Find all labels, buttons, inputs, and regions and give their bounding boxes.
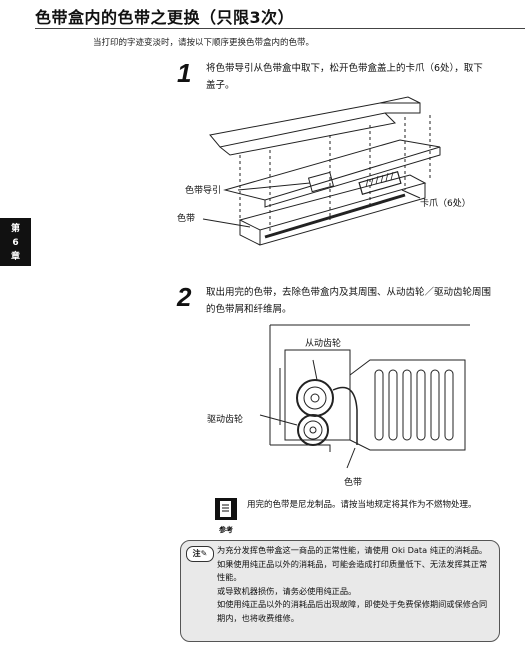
chapter-tab: 第 6 章 <box>0 218 31 266</box>
intro-text: 当打印的字迹变淡时，请按以下顺序更换色带盒内的色带。 <box>93 38 315 48</box>
label-ribbon-fig1: 色带 <box>177 214 196 224</box>
book-icon <box>215 498 237 520</box>
gear-closeup-illustration <box>259 324 470 469</box>
step-1-number: 1 <box>177 58 192 88</box>
note-line: 或导致机器损伤，请务必使用纯正品。 <box>217 585 357 596</box>
label-ribbon-guide: 色带导引 <box>185 186 222 196</box>
reference-text: 用完的色带是尼龙制品。请按当地规定将其作为不燃物处理。 <box>247 500 477 510</box>
label-ribbon-fig2: 色带 <box>344 478 363 488</box>
note-box <box>180 540 500 642</box>
label-drive-gear: 驱动齿轮 <box>207 415 244 425</box>
chapter-tab-number: 6 <box>12 238 19 248</box>
page-title: 色带盒内的色带之更换（只限3次） <box>35 8 295 27</box>
pencil-icon: ✎ <box>200 549 208 558</box>
note-line: 如果使用纯正品以外的消耗品，可能会造成打印质量低下、无法发挥其正常性能。 <box>217 558 488 583</box>
note-badge-label: 注 <box>192 549 201 558</box>
step-2-number: 2 <box>177 282 192 312</box>
label-driven-gear: 从动齿轮 <box>305 339 342 349</box>
chapter-tab-char: 第 <box>10 224 20 234</box>
ribbon-cartridge-illustration <box>202 96 441 246</box>
step-2-text: 取出用完的色带，去除色带盒内及其周围、从动齿轮／驱动齿轮周围的色带屑和纤维屑。 <box>206 287 492 315</box>
note-line: 为充分发挥色带盒这一商品的正常性能，请使用 Oki Data 纯正的消耗品。 <box>217 545 488 555</box>
label-claw: 卡爪（6处） <box>420 199 471 209</box>
reference-icon: 参考 <box>214 497 238 534</box>
note-badge: 注✎ <box>186 546 214 562</box>
title-divider <box>35 28 525 29</box>
step-1-text: 将色带导引从色带盒中取下，松开色带盒盖上的卡爪（6处），取下盖子。 <box>206 63 483 91</box>
note-text: 为充分发挥色带盒这一商品的正常性能，请使用 Oki Data 纯正的消耗品。 如… <box>217 544 495 625</box>
chapter-tab-char: 章 <box>10 252 20 262</box>
note-line: 如使用纯正品以外的消耗品后出现故障，即使处于免费保修期间或保修合同期内，也将收费… <box>217 599 488 623</box>
reference-icon-label: 参考 <box>219 526 233 534</box>
